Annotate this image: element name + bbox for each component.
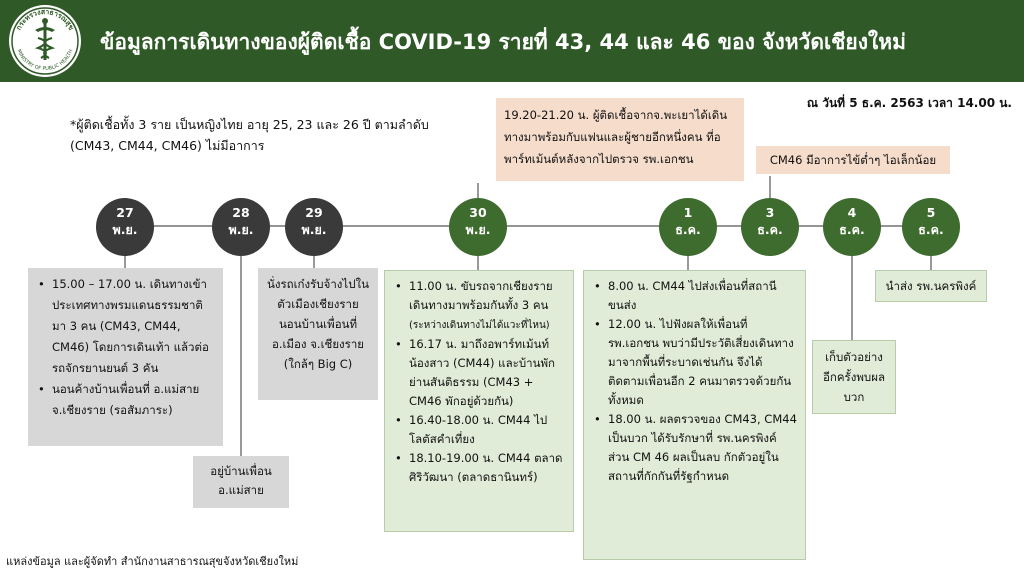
date-month: พ.ย.: [112, 222, 138, 237]
event-line: อ.แม่สาย: [218, 483, 264, 497]
event-box-1: 8.00 น. CM44 ไปส่งเพื่อนที่สถานีขนส่ง 12…: [583, 270, 806, 560]
event-box-29: นั่งรถเก๋งรับจ้างไปในตัวเมืองเชียงราย นอ…: [258, 268, 378, 400]
event-text: 19.20-21.20 น. ผู้ติดเชื้อจากจ.พะเยาได้เ…: [504, 108, 728, 166]
date-circle-1: 1 ธ.ค.: [659, 198, 717, 256]
event-item: 12.00 น. ไปฟังผลให้เพื่อนที่ รพ.เอกชน พบ…: [592, 315, 797, 410]
date-circle-3: 3 ธ.ค.: [741, 198, 799, 256]
source-credit: แหล่งข้อมูล และผู้จัดทำ สำนักงานสาธารณสุ…: [6, 555, 299, 568]
event-box-3-top: CM46 มีอาการไข้ต่ำๆ ไอเล็กน้อย: [756, 146, 950, 174]
date-day: 27: [116, 205, 134, 220]
header-bar: กระทรวงสาธารณสุข MINISTRY OF PUBLIC HEAL…: [0, 0, 1024, 82]
event-box-5: นำส่ง รพ.นครพิงค์: [875, 270, 987, 302]
date-month: พ.ย.: [301, 222, 327, 237]
date-month: ธ.ค.: [839, 222, 865, 237]
event-item: 8.00 น. CM44 ไปส่งเพื่อนที่สถานีขนส่ง: [592, 277, 797, 315]
date-circle-4: 4 ธ.ค.: [823, 198, 881, 256]
ministry-logo: กระทรวงสาธารณสุข MINISTRY OF PUBLIC HEAL…: [9, 5, 81, 77]
date-day: 4: [847, 205, 857, 220]
date-day: 3: [765, 205, 775, 220]
event-item: 18.00 น. ผลตรวจของ CM43, CM44 เป็นบวก ได…: [592, 410, 797, 486]
event-item: 18.10-19.00 น. CM44 ตลาดศิริวัฒนา (ตลาดธ…: [393, 449, 565, 487]
event-box-4: เก็บตัวอย่างอีกครั้งพบผลบวก: [812, 340, 896, 414]
date-circle-27: 27 พ.ย.: [96, 198, 154, 256]
event-text: 11.00 น. ขับรถจากเชียงราย เดินทางมาพร้อม…: [409, 279, 553, 312]
note-line-1: *ผู้ติดเชื้อทั้ง 3 ราย เป็นหญิงไทย อายุ …: [70, 117, 429, 132]
date-month: ธ.ค.: [757, 222, 783, 237]
date-day: 5: [926, 205, 936, 220]
date-month: ธ.ค.: [918, 222, 944, 237]
date-day: 1: [683, 205, 693, 220]
page-title: ข้อมูลการเดินทางของผู้ติดเชื้อ COVID-19 …: [100, 30, 906, 54]
date-day: 29: [305, 205, 323, 220]
event-text: นำส่ง รพ.นครพิงค์: [885, 279, 977, 293]
patient-note: *ผู้ติดเชื้อทั้ง 3 ราย เป็นหญิงไทย อายุ …: [70, 114, 430, 156]
event-box-30-top: 19.20-21.20 น. ผู้ติดเชื้อจากจ.พะเยาได้เ…: [496, 98, 744, 181]
event-text: นั่งรถเก๋งรับจ้างไปในตัวเมืองเชียงราย นอ…: [267, 277, 369, 371]
event-item: 16.17 น. มาถึงอพาร์ทเม้นท์น้องสาว (CM44)…: [393, 335, 565, 411]
event-item: นอนค้างบ้านเพื่อนที่ อ.แม่สาย จ.เชียงราย…: [36, 379, 215, 421]
event-note: (ระหว่างเดินทางไม่ได้แวะที่ไหน): [409, 320, 550, 331]
event-item: 15.00 – 17.00 น. เดินทางเข้าประเทศทางพรม…: [36, 274, 215, 379]
timestamp: ณ วันที่ 5 ธ.ค. 2563 เวลา 14.00 น.: [806, 96, 1012, 110]
event-item: 11.00 น. ขับรถจากเชียงราย เดินทางมาพร้อม…: [393, 277, 565, 335]
event-box-28: อยู่บ้านเพื่อน อ.แม่สาย: [193, 456, 289, 508]
date-month: ธ.ค.: [675, 222, 701, 237]
event-box-27: 15.00 – 17.00 น. เดินทางเข้าประเทศทางพรม…: [28, 268, 223, 446]
event-text: เก็บตัวอย่างอีกครั้งพบผลบวก: [822, 350, 886, 404]
date-circle-28: 28 พ.ย.: [212, 198, 270, 256]
date-month: พ.ย.: [228, 222, 254, 237]
date-day: 30: [469, 205, 487, 220]
date-day: 28: [232, 205, 250, 220]
event-box-30: 11.00 น. ขับรถจากเชียงราย เดินทางมาพร้อม…: [384, 270, 574, 532]
event-line: อยู่บ้านเพื่อน: [210, 464, 272, 478]
event-item: 16.40-18.00 น. CM44 ไปโลตัสคำเที่ยง: [393, 411, 565, 449]
date-month: พ.ย.: [465, 222, 491, 237]
date-circle-29: 29 พ.ย.: [285, 198, 343, 256]
date-circle-30: 30 พ.ย.: [449, 198, 507, 256]
note-line-2: (CM43, CM44, CM46) ไม่มีอาการ: [70, 138, 265, 153]
event-text: CM46 มีอาการไข้ต่ำๆ ไอเล็กน้อย: [769, 153, 937, 167]
date-circle-5: 5 ธ.ค.: [902, 198, 960, 256]
